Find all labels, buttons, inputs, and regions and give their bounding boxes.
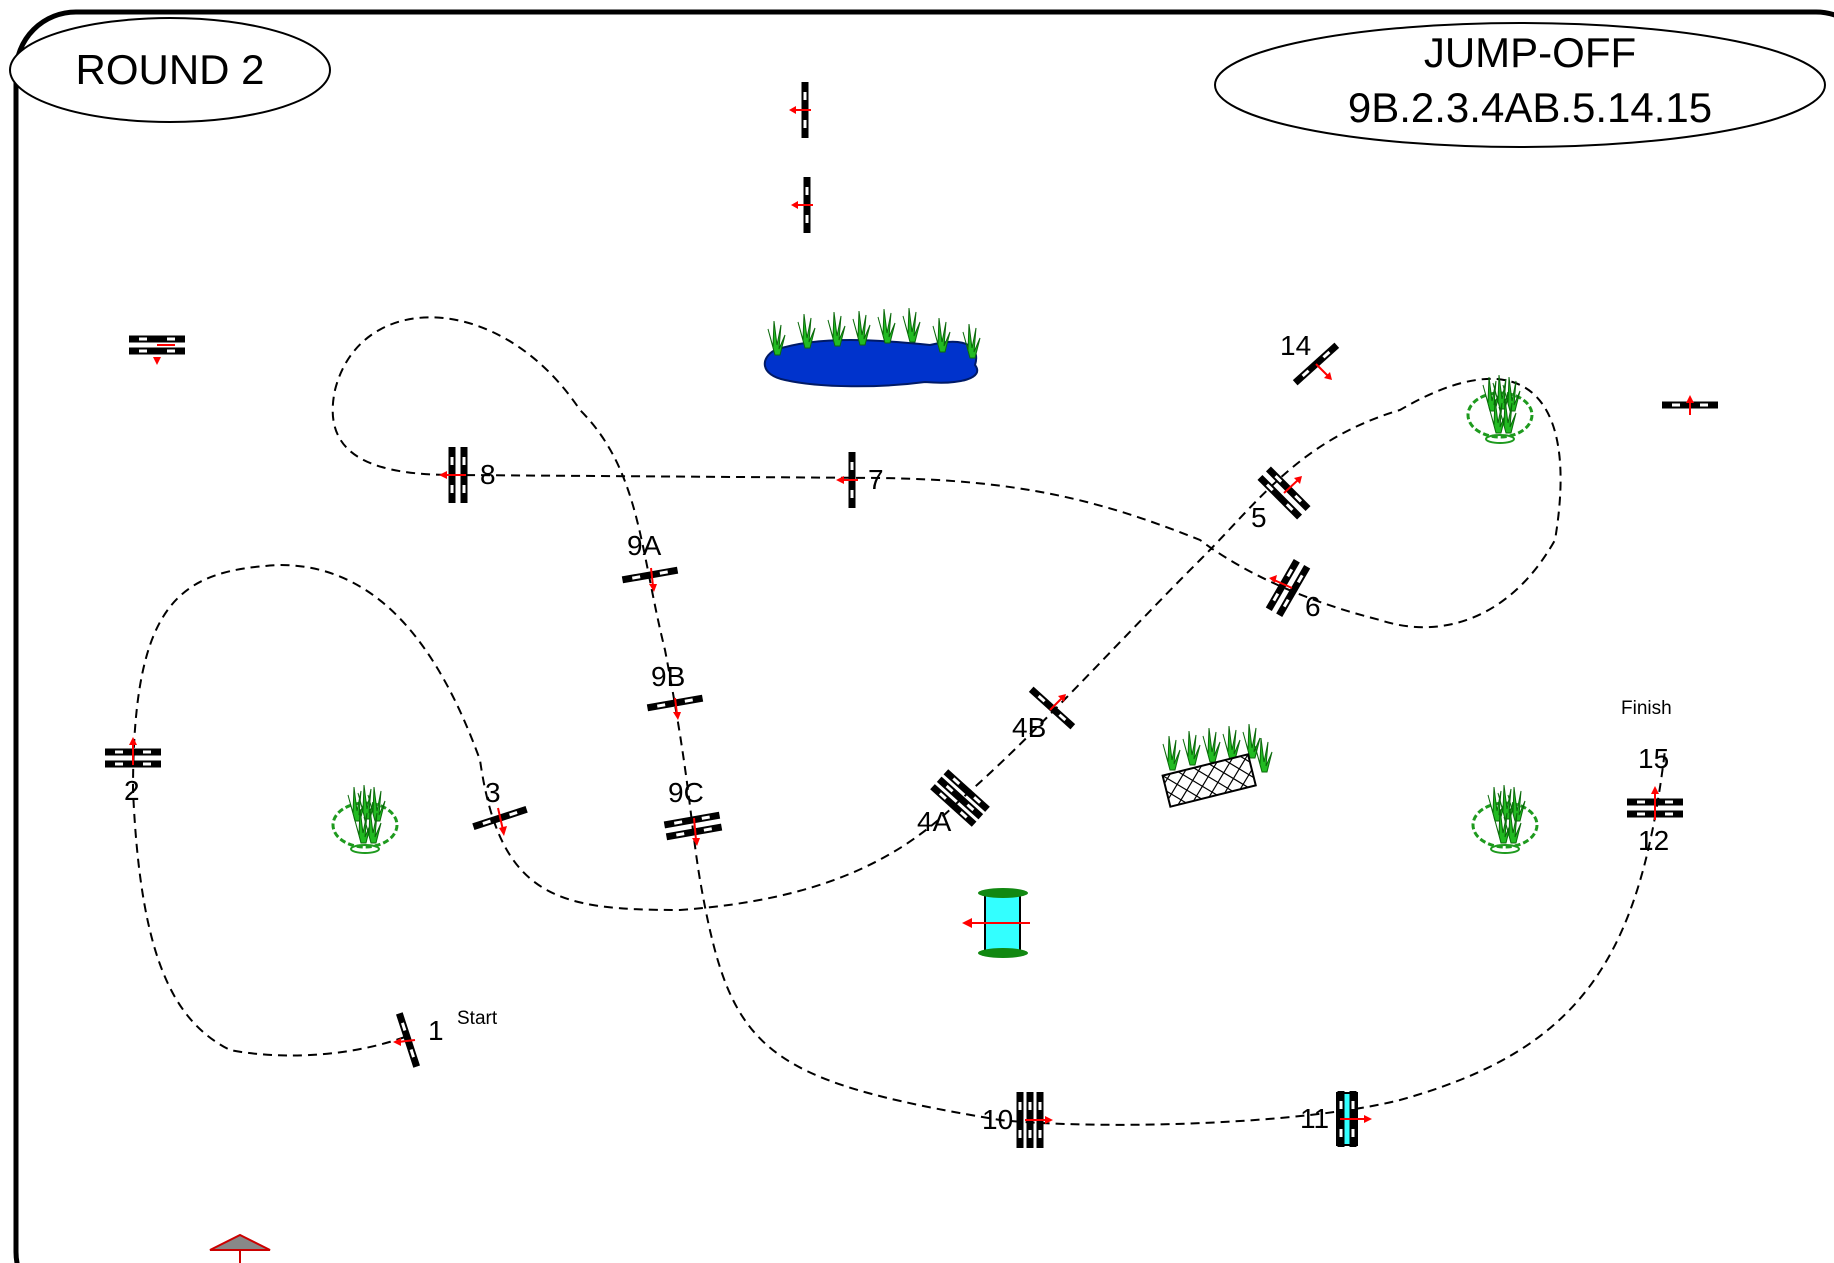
lattice-hedge (1161, 723, 1273, 808)
jumpoff-badge: JUMP-OFF 9B.2.3.4AB.5.14.15 (1214, 22, 1826, 148)
fence-9c (664, 812, 722, 840)
route-path (131, 316, 1666, 1126)
start-label: Start (457, 1008, 498, 1029)
spare-fence-left (129, 336, 185, 355)
fence-1-label: 1 (428, 1015, 444, 1046)
round-label-badge: ROUND 2 (9, 17, 331, 123)
fence-9c-label: 9C (668, 777, 704, 808)
fence-5-label: 5 (1251, 502, 1267, 533)
fence-11-label: 11 (1300, 1103, 1329, 1134)
fence-9b-label: 9B (651, 661, 685, 692)
fence-6 (1266, 559, 1310, 617)
finish-label: Finish (1621, 698, 1672, 719)
round-label: ROUND 2 (75, 46, 264, 93)
bush-left (333, 785, 397, 853)
bush-right-bottom (1473, 785, 1537, 853)
water-jump (962, 888, 1030, 958)
fence-8-label: 8 (480, 459, 496, 490)
fence-7-label: 7 (868, 464, 884, 495)
fence-2-label: 2 (124, 775, 140, 806)
fence-10-label: 10 (982, 1104, 1013, 1135)
fence-14-label: 14 (1280, 330, 1311, 361)
fence-6-label: 6 (1305, 591, 1321, 622)
fence-4b-label: 4B (1012, 712, 1046, 743)
water-pond (763, 307, 981, 388)
fence-3-label: 3 (485, 777, 501, 808)
fence-12-label: 12 (1638, 825, 1669, 856)
judge-hut (209, 1233, 271, 1263)
spare-fence-top-1 (789, 82, 811, 138)
fence-15-label: 15 (1638, 743, 1669, 774)
jumpoff-title: JUMP-OFF (1424, 29, 1636, 76)
fence-11 (1336, 1091, 1372, 1147)
spare-fence-top-2 (791, 177, 813, 233)
fence-9a-label: 9A (627, 530, 662, 561)
jumpoff-sequence: 9B.2.3.4AB.5.14.15 (1348, 84, 1712, 131)
fence-4a-label: 4A (917, 806, 952, 837)
arena-border (13, 9, 1834, 1263)
bush-right-top (1468, 375, 1532, 443)
